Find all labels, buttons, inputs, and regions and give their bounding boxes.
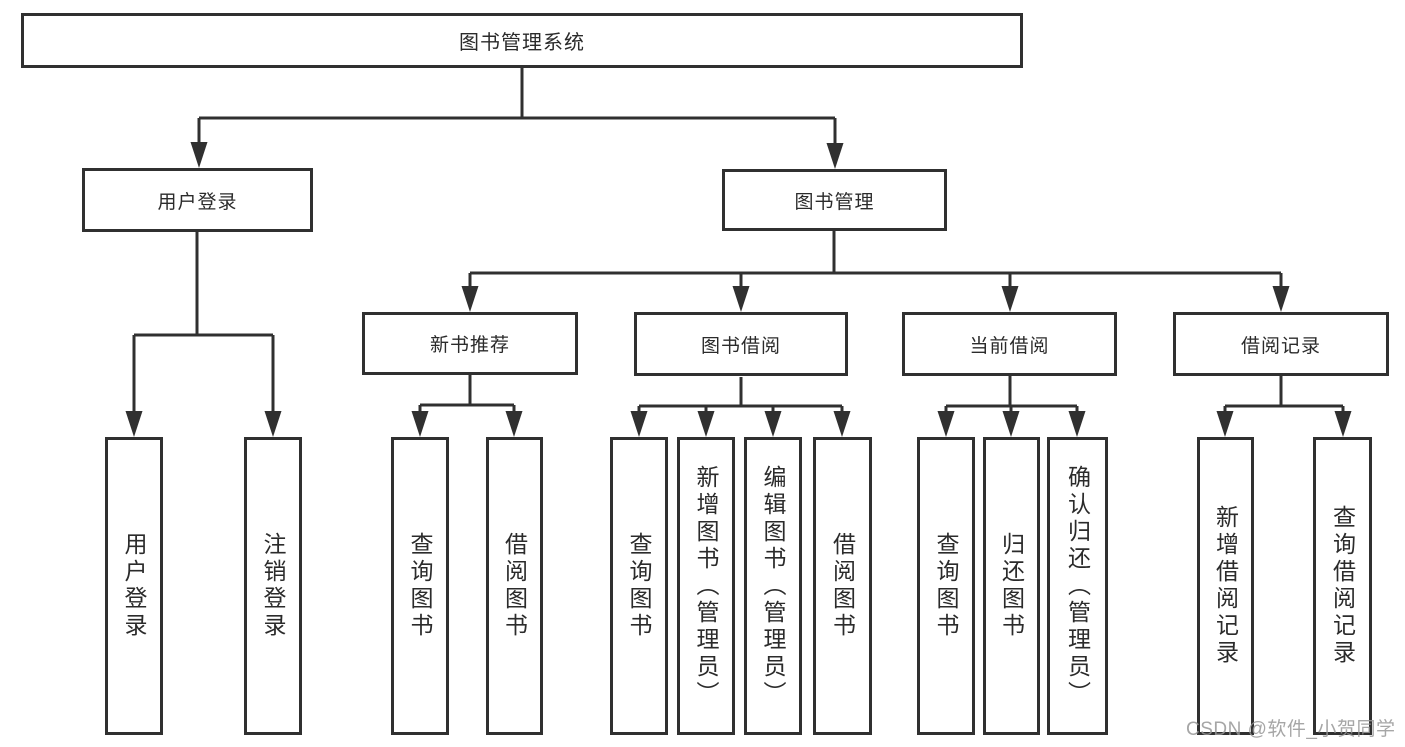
leaf-return-book: 归还图书 — [983, 437, 1040, 735]
node-book-mgmt: 图书管理 — [722, 169, 947, 231]
connector-root — [190, 68, 844, 169]
leaf-query-borrow-record: 查询借阅记录 — [1313, 437, 1372, 735]
connector-book-mgmt — [461, 231, 1290, 312]
connector-borrow-record — [1216, 376, 1352, 437]
connector-book-borrow — [630, 377, 851, 437]
connector-user-login — [125, 232, 282, 437]
node-borrow-record: 借阅记录 — [1173, 312, 1389, 376]
leaf-borrow-books-rec: 借阅图书 — [486, 437, 543, 735]
leaf-user-login: 用户登录 — [105, 437, 163, 735]
leaf-query-books-borrow: 查询图书 — [610, 437, 668, 735]
node-user-login: 用户登录 — [82, 168, 313, 232]
leaf-confirm-return-admin: 确认归还（管理员） — [1047, 437, 1108, 735]
node-root: 图书管理系统 — [21, 13, 1023, 68]
connector-new-book-rec — [411, 375, 523, 437]
watermark-text: CSDN @软件_小贺同学 — [1186, 719, 1396, 740]
leaf-query-books-current: 查询图书 — [917, 437, 975, 735]
leaf-add-borrow-record: 新增借阅记录 — [1197, 437, 1254, 735]
leaf-borrow-books-borrow: 借阅图书 — [813, 437, 872, 735]
node-book-borrow: 图书借阅 — [634, 312, 848, 376]
leaf-add-book-admin: 新增图书（管理员） — [677, 437, 735, 735]
connector-current-borrow — [937, 376, 1086, 437]
node-new-book-rec: 新书推荐 — [362, 312, 578, 375]
leaf-logout: 注销登录 — [244, 437, 302, 735]
leaf-query-books-rec: 查询图书 — [391, 437, 449, 735]
node-current-borrow: 当前借阅 — [902, 312, 1117, 376]
leaf-edit-book-admin: 编辑图书（管理员） — [744, 437, 802, 735]
